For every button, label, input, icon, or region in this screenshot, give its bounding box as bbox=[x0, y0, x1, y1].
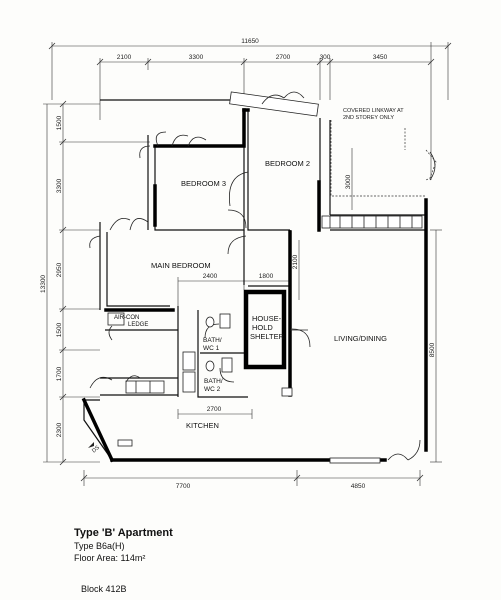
dim-left-1: 1500 bbox=[56, 115, 63, 130]
room-label-living-dining: LIVING/DINING bbox=[334, 334, 387, 343]
dim-left-4: 1500 bbox=[56, 322, 63, 337]
linkway-note-line2: 2ND STOREY ONLY bbox=[343, 115, 394, 121]
apartment-subtype: Type B6a(H) bbox=[74, 541, 125, 551]
dim-left-6: 2300 bbox=[56, 422, 63, 437]
room-label-aircon-1: AIR-CON bbox=[114, 315, 139, 321]
windows bbox=[117, 91, 423, 464]
dimension-lines bbox=[43, 42, 449, 486]
room-label-shelter-3: SHELTER bbox=[250, 332, 285, 341]
dim-right: 8500 bbox=[429, 342, 436, 357]
dim-left-5: 1700 bbox=[56, 366, 63, 381]
dim-bottom-1: 7700 bbox=[176, 483, 191, 490]
dimension-ticks bbox=[48, 42, 452, 482]
entry-arrow-icon bbox=[88, 442, 94, 448]
room-label-kitchen: KITCHEN bbox=[186, 421, 219, 430]
room-label-bath2-1: BATH/ bbox=[204, 378, 223, 385]
room-label-shelter-2: HOLD bbox=[252, 323, 273, 332]
dim-top-1: 2100 bbox=[117, 54, 132, 61]
entry-marker: DS bbox=[91, 445, 101, 455]
dim-interior-1800: 1800 bbox=[259, 273, 274, 280]
dim-top-4: 300 bbox=[320, 54, 331, 61]
dim-bottom-2: 4850 bbox=[351, 483, 366, 490]
doors bbox=[204, 171, 311, 383]
linkway-outline bbox=[330, 120, 437, 197]
walls-thin bbox=[83, 99, 425, 461]
dim-top-3: 2700 bbox=[276, 54, 291, 61]
dim-overall-width: 11650 bbox=[241, 38, 259, 45]
floor-plan: 11650 2100 3300 2700 300 3450 13300 1500… bbox=[40, 38, 452, 490]
dim-interior-3000: 3000 bbox=[345, 174, 352, 189]
room-label-bath1-2: WC 1 bbox=[203, 345, 220, 352]
walls-thick bbox=[81, 108, 428, 463]
floor-area: Floor Area: 114m² bbox=[74, 553, 146, 563]
room-label-main-bedroom: MAIN BEDROOM bbox=[151, 261, 211, 270]
dim-left-overall: 13300 bbox=[40, 275, 47, 293]
room-label-bath1-1: BATH/ bbox=[203, 337, 222, 344]
household-shelter-walls bbox=[243, 289, 287, 370]
dim-top-5: 3450 bbox=[373, 54, 388, 61]
room-label-bath2-2: WC 2 bbox=[204, 386, 221, 393]
dim-interior-2100: 2100 bbox=[292, 254, 299, 269]
dim-interior-2700: 2700 bbox=[207, 406, 222, 413]
dim-top-2: 3300 bbox=[189, 54, 204, 61]
linkway-note-line1: COVERED LINKWAY AT bbox=[343, 108, 404, 114]
dim-interior-2400: 2400 bbox=[203, 273, 218, 280]
window-flaps bbox=[89, 91, 436, 461]
room-label-bedroom2: BEDROOM 2 bbox=[265, 159, 310, 168]
dim-left-3: 2950 bbox=[56, 262, 63, 277]
room-label-bedroom3: BEDROOM 3 bbox=[181, 179, 226, 188]
dim-left-2: 3300 bbox=[56, 178, 63, 193]
fixtures bbox=[107, 312, 293, 397]
room-label-aircon-2: LEDGE bbox=[128, 322, 148, 328]
room-label-shelter-1: HOUSE- bbox=[252, 314, 282, 323]
block-label: Block 412B bbox=[81, 584, 127, 594]
apartment-type-title: Type 'B' Apartment bbox=[74, 527, 173, 539]
